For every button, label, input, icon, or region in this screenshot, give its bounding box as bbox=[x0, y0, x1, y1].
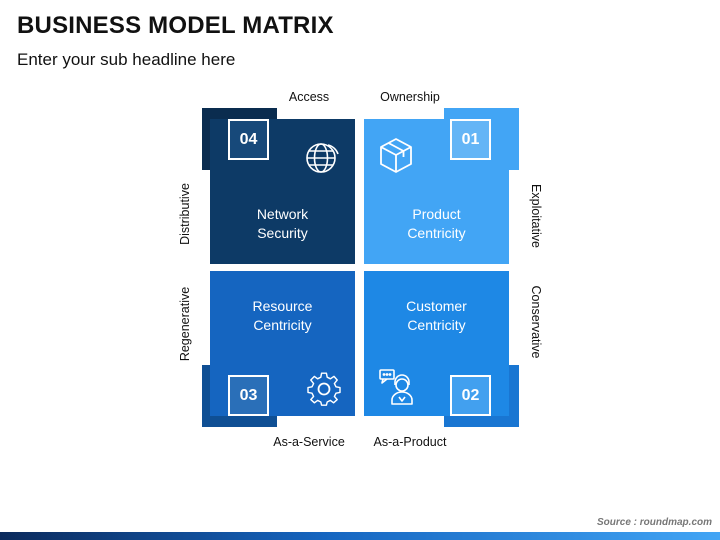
quadrant-label-line2: Centricity bbox=[407, 317, 466, 333]
axis-label-exploitative: Exploitative bbox=[529, 184, 543, 248]
quadrant-label: Network Security bbox=[210, 205, 355, 243]
quadrant-product-centricity: 01 Product Centricity bbox=[364, 119, 509, 264]
footer-gradient-bar bbox=[0, 532, 720, 540]
quadrant-resource-centricity: 03 Resource Centricity bbox=[210, 271, 355, 416]
quadrant-number: 01 bbox=[450, 119, 491, 160]
page-subtitle: Enter your sub headline here bbox=[17, 50, 236, 69]
quadrant-label: Customer Centricity bbox=[364, 297, 509, 335]
axis-label-as-a-product: As-a-Product bbox=[373, 435, 447, 449]
quadrant-label: Resource Centricity bbox=[210, 297, 355, 335]
support-agent-icon bbox=[378, 367, 418, 407]
quadrant-network-security: 04 Network Security bbox=[210, 119, 355, 264]
quadrant-label-line1: Product bbox=[412, 206, 461, 222]
quadrant-number: 04 bbox=[228, 119, 269, 160]
quadrant-number: 03 bbox=[228, 375, 269, 416]
axis-label-conservative: Conservative bbox=[529, 285, 543, 359]
globe-icon bbox=[302, 137, 342, 177]
quadrant-label-line2: Centricity bbox=[253, 317, 312, 333]
quadrant-label-line1: Customer bbox=[406, 298, 467, 314]
gear-icon bbox=[304, 368, 344, 408]
quadrant-label-line2: Centricity bbox=[407, 225, 466, 241]
page-title: BUSINESS MODEL MATRIX bbox=[17, 12, 334, 39]
axis-label-access: Access bbox=[288, 90, 330, 104]
quadrant-label-line1: Network bbox=[256, 206, 309, 222]
quadrant-label-line2: Security bbox=[257, 225, 308, 241]
axis-label-regenerative: Regenerative bbox=[178, 286, 192, 362]
axis-label-distributive: Distributive bbox=[178, 183, 192, 245]
source-credit: Source : roundmap.com bbox=[596, 517, 712, 528]
box-icon bbox=[376, 135, 416, 175]
quadrant-label: Product Centricity bbox=[364, 205, 509, 243]
axis-label-as-a-service: As-a-Service bbox=[273, 435, 345, 449]
quadrant-label-line1: Resource bbox=[252, 298, 313, 314]
quadrant-number: 02 bbox=[450, 375, 491, 416]
axis-label-ownership: Ownership bbox=[380, 90, 440, 104]
quadrant-customer-centricity: 02 Customer Centricity bbox=[364, 271, 509, 416]
